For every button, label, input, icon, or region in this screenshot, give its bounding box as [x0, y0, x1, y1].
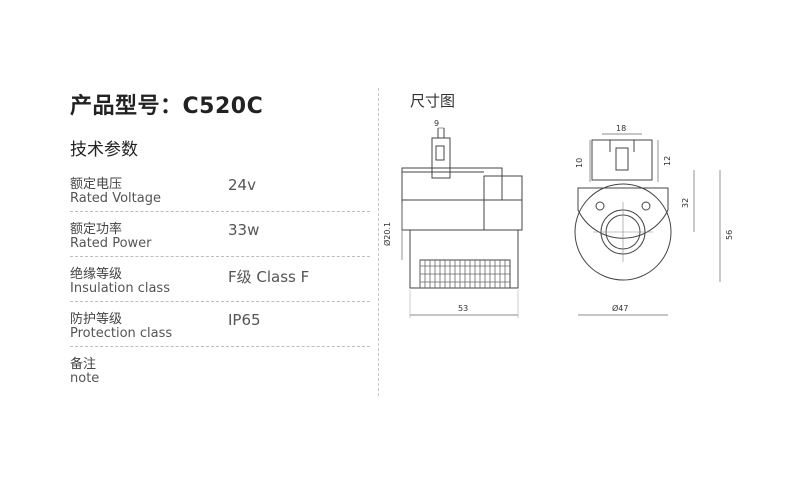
front-dim-left: 10 — [575, 158, 584, 168]
spec-value: 33w — [228, 221, 260, 239]
front-dim-top: 18 — [616, 124, 626, 133]
side-dim-dia: Ø20.1 — [382, 222, 392, 246]
side-dim-width: 53 — [458, 304, 468, 313]
spec-value: F级 Class F — [228, 268, 310, 286]
front-dim-height: 56 — [725, 230, 734, 240]
spec-label-en: Rated Power — [70, 236, 152, 251]
spec-row-note: 备注 note — [70, 348, 370, 391]
spec-row-insulation: 绝缘等级 Insulation class F级 Class F — [70, 258, 370, 302]
spec-value: IP65 — [228, 311, 261, 329]
dimension-drawing-title: 尺寸图 — [410, 92, 456, 110]
spec-label-cn: 额定功率 — [70, 222, 123, 237]
front-dim-dia: Ø47 — [612, 303, 628, 313]
spec-label-en: Protection class — [70, 326, 173, 341]
spec-label-en: Rated Voltage — [70, 191, 161, 206]
spec-label-cn: 额定电压 — [70, 177, 123, 192]
spec-label-en: note — [70, 371, 100, 386]
coil-hatch — [419, 260, 510, 288]
product-model-title: 产品型号：C520C — [70, 94, 264, 119]
front-dim-right: 12 — [663, 156, 672, 166]
section-divider — [378, 88, 379, 396]
front-view — [574, 133, 721, 316]
spec-value: 24v — [228, 176, 256, 194]
side-dim-top: 9 — [434, 119, 439, 128]
spec-label-cn: 防护等级 — [70, 312, 123, 327]
spec-label-en: Insulation class — [70, 281, 170, 296]
spec-row-power: 额定功率 Rated Power 33w — [70, 213, 370, 257]
spec-row-protection: 防护等级 Protection class IP65 — [70, 303, 370, 347]
tech-params-heading: 技术参数 — [70, 140, 138, 160]
spec-row-voltage: 额定电压 Rated Voltage 24v — [70, 168, 370, 212]
spec-label-cn: 备注 — [70, 357, 97, 372]
spec-label-cn: 绝缘等级 — [70, 267, 123, 282]
front-dim-mid: 32 — [681, 198, 690, 208]
spec-table: 额定电压 Rated Voltage 24v 额定功率 Rated Power … — [70, 168, 370, 392]
side-view — [401, 127, 523, 318]
dimension-drawing: 9 Ø20.1 53 18 10 12 32 56 Ø47 — [382, 119, 734, 318]
